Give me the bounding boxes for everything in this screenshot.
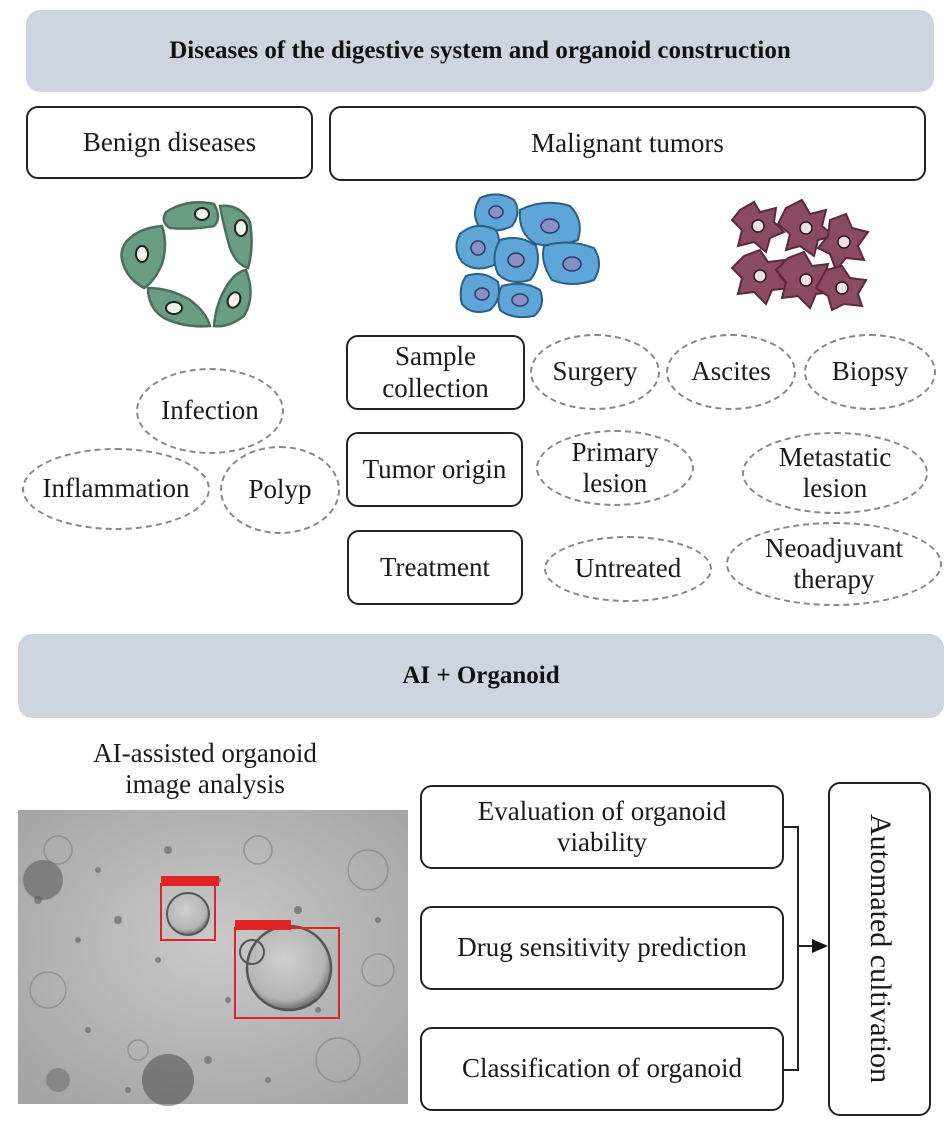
- top-banner: Diseases of the digestive system and org…: [26, 10, 934, 92]
- oval-primary-lesion: Primary lesion: [536, 430, 694, 506]
- viability-evaluation-box: Evaluation of organoid viability: [420, 785, 784, 869]
- treatment-box: Treatment: [347, 530, 523, 605]
- bracket-connector: [784, 826, 814, 1071]
- oval-metastatic-lesion: Metastatic lesion: [742, 432, 928, 514]
- malignant-tumors-box: Malignant tumors: [329, 106, 926, 181]
- oval-ascites: Ascites: [666, 334, 796, 410]
- organoid-classification-box: Classification of organoid: [420, 1027, 784, 1111]
- arrow-right-icon: [812, 939, 828, 953]
- drug-sensitivity-box: Drug sensitivity prediction: [420, 906, 784, 990]
- oval-polyp: Polyp: [220, 446, 340, 534]
- organoid-microscopy-image: [18, 810, 408, 1106]
- oval-inflammation: Inflammation: [22, 448, 210, 530]
- oval-untreated: Untreated: [544, 536, 712, 602]
- oval-neoadjuvant-therapy: Neoadjuvant therapy: [726, 522, 942, 606]
- oval-biopsy: Biopsy: [804, 334, 936, 410]
- purple-tumor-cluster-icon: [730, 198, 870, 312]
- ai-organoid-banner: AI + Organoid: [18, 634, 944, 718]
- oval-surgery: Surgery: [530, 334, 660, 410]
- tumor-origin-box: Tumor origin: [346, 432, 523, 507]
- automated-cultivation-label: Automated cultivation: [863, 814, 897, 1084]
- blue-tumor-cluster-icon: [455, 193, 600, 319]
- sample-collection-box: Sample collection: [346, 335, 525, 410]
- benign-diseases-box: Benign diseases: [26, 106, 313, 179]
- image-caption: AI-assisted organoid image analysis: [93, 738, 317, 800]
- automated-cultivation-box: Automated cultivation: [828, 782, 931, 1116]
- benign-cell-ring-icon: [120, 201, 253, 328]
- oval-infection: Infection: [136, 368, 284, 454]
